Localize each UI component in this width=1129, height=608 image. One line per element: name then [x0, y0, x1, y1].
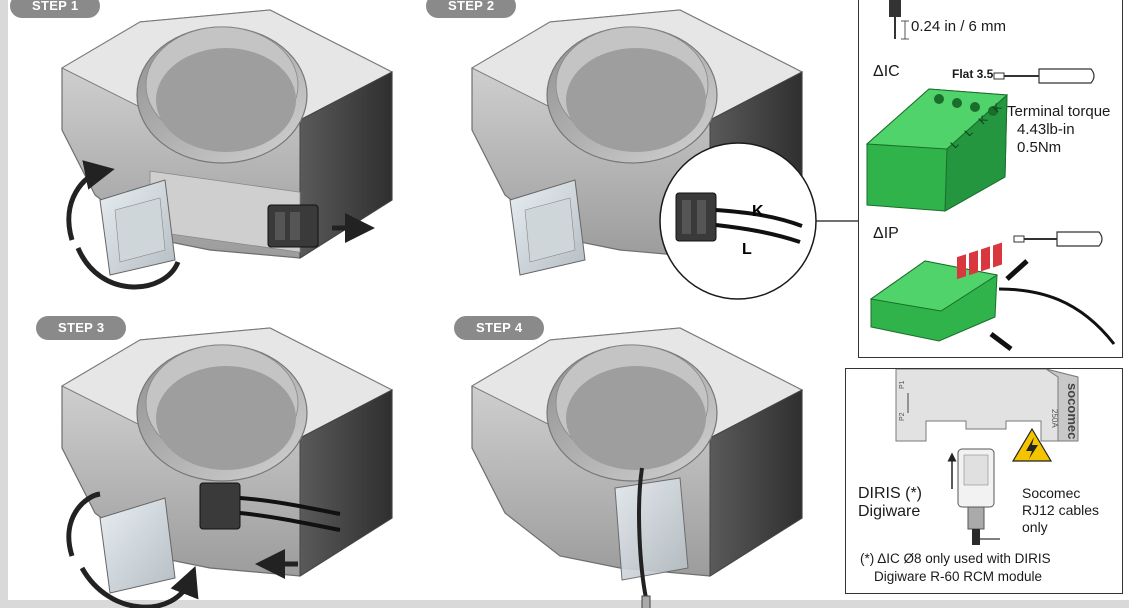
- step-4-badge: STEP 4: [454, 316, 545, 340]
- wire-l-label: L: [742, 241, 752, 258]
- dic-terminal-block: L L K K: [865, 88, 1009, 212]
- terminals-panel: L L K K 0.24 in / 6 mm ΔIC Flat 3.5 Term…: [858, 0, 1123, 358]
- socomec-logo: socomec: [1065, 383, 1080, 439]
- socomec-label-2: RJ12 cables: [1022, 502, 1100, 518]
- diris-label-1: DIRIS (*): [858, 485, 922, 502]
- screwdriver-icon: [993, 68, 1095, 84]
- step-3-badge: STEP 3: [36, 316, 127, 340]
- terminals-art: L L K K: [865, 0, 1116, 351]
- step-2-callout: K L: [659, 142, 860, 300]
- torque-title: Terminal torque: [1007, 103, 1111, 120]
- step-2-badge: STEP 2: [426, 0, 517, 18]
- rj12-panel: socomec 250A P1 P2 DIRIS (*) Digiware So…: [845, 368, 1123, 594]
- sensor-step-3: [60, 327, 394, 608]
- strip-length-text: 0.24 in / 6 mm: [911, 18, 1007, 35]
- rating-text: 250A: [1050, 409, 1059, 428]
- rj12-art: socomec 250A P1 P2: [895, 369, 1080, 545]
- footnote-line-2: Digiware R-60 RCM module: [874, 569, 1043, 584]
- warning-icon: [1011, 427, 1053, 462]
- wire-k-label: K: [752, 203, 764, 220]
- flat-label: Flat 3.5: [952, 67, 994, 81]
- sensor-step-1: [60, 9, 394, 290]
- torque-lbin: 4.43lb-in: [1017, 121, 1075, 138]
- torque-nm: 0.5Nm: [1017, 139, 1062, 156]
- socomec-label-1: Socomec: [1022, 485, 1081, 501]
- footnote-line-1: (*) ΔIC Ø8 only used with DIRIS: [860, 551, 1051, 566]
- dic-label: ΔIC: [873, 63, 900, 80]
- p2-text: P2: [899, 412, 906, 421]
- p1-text: P1: [899, 380, 906, 389]
- step-1-badge: STEP 1: [10, 0, 101, 18]
- diris-label-2: Digiware: [858, 503, 921, 520]
- dip-label: ΔIP: [873, 225, 899, 242]
- sensor-step-4: [470, 327, 804, 608]
- screwdriver-icon-2: [1013, 231, 1103, 247]
- socomec-label-3: only: [1022, 519, 1048, 535]
- sensor-step-2: [470, 9, 804, 276]
- dip-terminal-block: [869, 242, 1116, 351]
